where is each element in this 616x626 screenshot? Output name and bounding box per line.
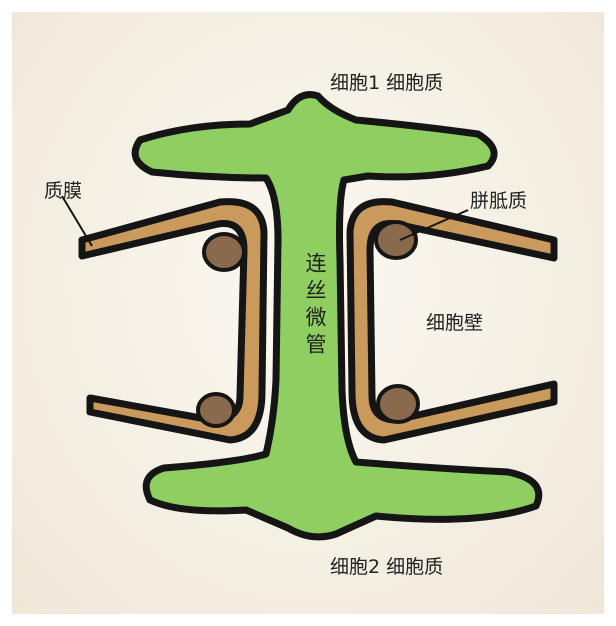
label-plasma-membrane: 质膜 <box>44 176 82 203</box>
label-callose: 胼胝质 <box>470 186 527 213</box>
callose-deposit <box>198 394 234 426</box>
pointer-line-membrane <box>62 196 92 246</box>
label-cell2-cytoplasm: 细胞2 细胞质 <box>330 552 443 579</box>
callose-deposit <box>378 386 418 422</box>
label-desmotubule: 连丝微管 <box>300 252 330 360</box>
label-cell1-cytoplasm: 细胞1 细胞质 <box>330 68 443 95</box>
label-cell-wall: 细胞壁 <box>426 308 483 335</box>
callose-deposit <box>204 234 244 270</box>
callose-deposit <box>376 222 416 258</box>
